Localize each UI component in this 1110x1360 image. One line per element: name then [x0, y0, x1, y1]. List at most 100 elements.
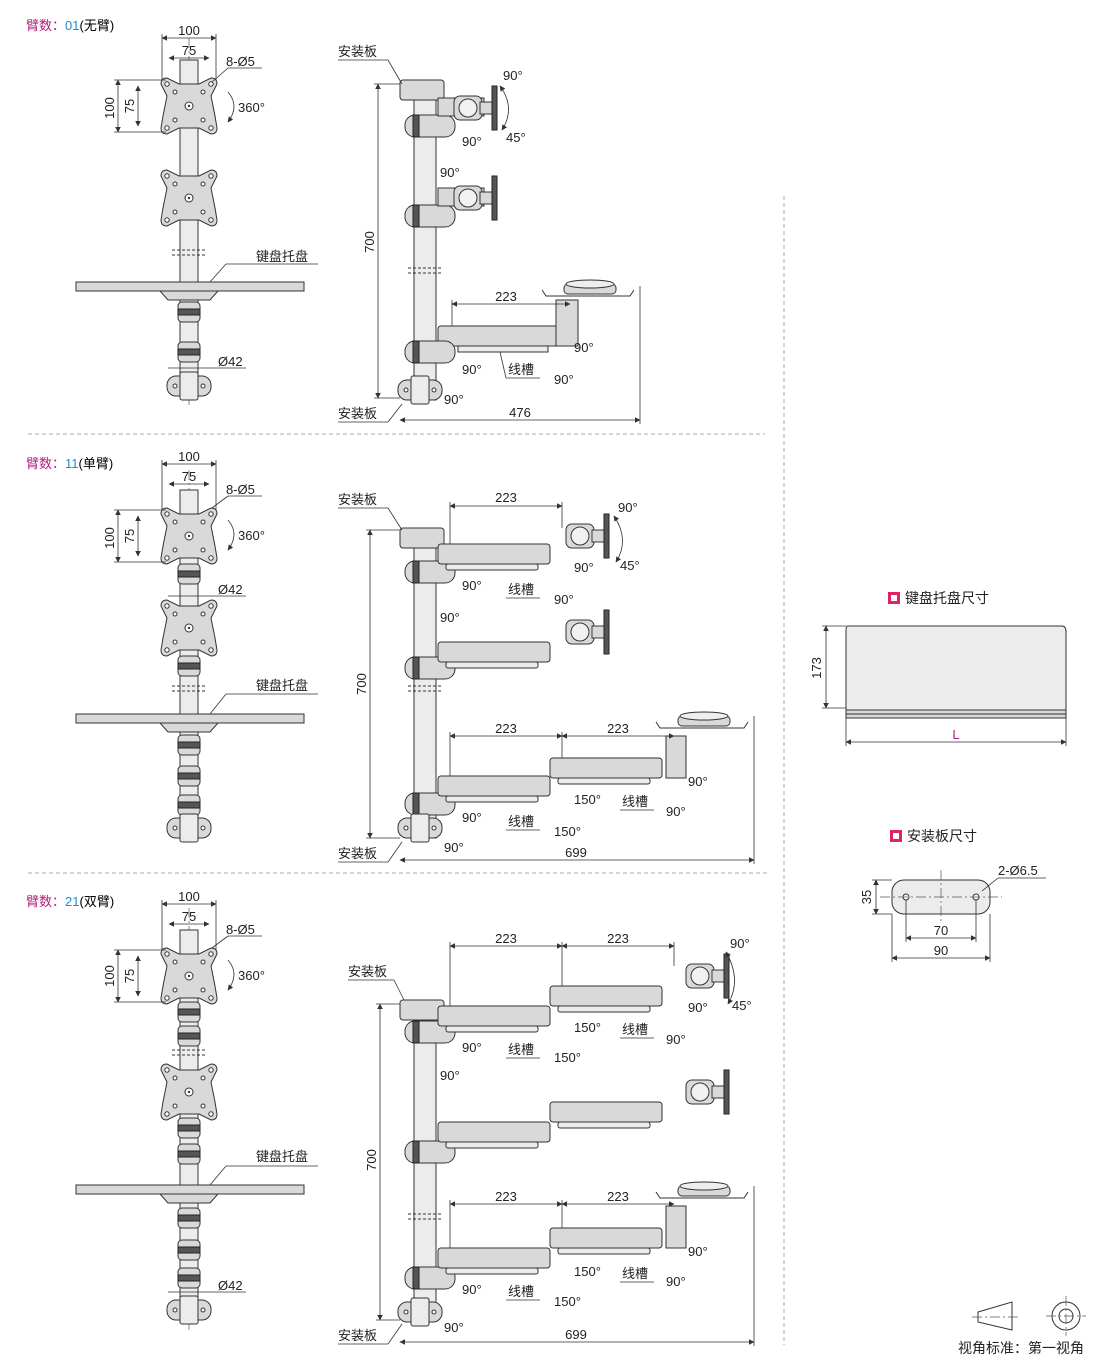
svg-text:90°: 90° [462, 1040, 482, 1055]
svg-text:Ø42: Ø42 [218, 1278, 243, 1293]
tray-dimension-panel: 键盘托盘尺寸 173 L [809, 590, 1067, 746]
svg-text:75: 75 [122, 529, 137, 543]
svg-text:150°: 150° [574, 792, 601, 807]
svg-text:90°: 90° [688, 774, 708, 789]
svg-text:223: 223 [607, 931, 629, 946]
svg-text:90°: 90° [574, 340, 594, 355]
svg-text:线槽: 线槽 [508, 1284, 534, 1299]
svg-text:90°: 90° [444, 1320, 464, 1335]
svg-text:90°: 90° [666, 1274, 686, 1289]
front-view-21: 100 75 100 75 8-Ø5 360° 键盘托盘 Ø42 [75, 889, 318, 1330]
tray-height: 173 [809, 657, 824, 679]
svg-text:223: 223 [495, 1189, 517, 1204]
svg-text:700: 700 [364, 1149, 379, 1171]
projection-circle-icon [1046, 1296, 1086, 1336]
svg-text:699: 699 [565, 1327, 587, 1342]
svg-text:90°: 90° [688, 1000, 708, 1015]
svg-text:线槽: 线槽 [622, 794, 648, 809]
svg-text:90°: 90° [462, 362, 482, 377]
holes-8-5: 8-Ø5 [226, 54, 255, 69]
plate-width: 90 [934, 943, 948, 958]
svg-text:安装板: 安装板 [348, 964, 387, 979]
dim-100-v: 100 [102, 97, 117, 119]
cable-slot: 线槽 [508, 362, 534, 377]
svg-text:90°: 90° [462, 1282, 482, 1297]
section-label-11: 臂数：11(单臂) [26, 456, 113, 471]
svg-text:Ø42: Ø42 [218, 582, 243, 597]
svg-text:150°: 150° [574, 1020, 601, 1035]
svg-text:90°: 90° [440, 610, 460, 625]
svg-text:8-Ø5: 8-Ø5 [226, 482, 255, 497]
svg-text:90°: 90° [444, 840, 464, 855]
svg-text:90°: 90° [462, 578, 482, 593]
svg-text:223: 223 [495, 931, 517, 946]
tray-panel-title: 键盘托盘尺寸 [905, 590, 989, 606]
dim-75-v: 75 [122, 99, 137, 113]
svg-text:75: 75 [182, 469, 196, 484]
svg-text:90°: 90° [440, 1068, 460, 1083]
svg-text:75: 75 [182, 909, 196, 924]
svg-text:臂数：01(无臂): 臂数：01(无臂) [26, 18, 114, 33]
svg-text:45°: 45° [506, 130, 526, 145]
svg-text:90°: 90° [440, 165, 460, 180]
dim-100-h: 100 [178, 23, 200, 38]
svg-text:90°: 90° [462, 810, 482, 825]
front-view-01: 100 75 100 75 8-Ø5 360° 键盘托盘 Ø42 [75, 23, 318, 405]
plate-height: 35 [859, 890, 874, 904]
svg-text:150°: 150° [554, 1294, 581, 1309]
plate-panel-title: 安装板尺寸 [907, 828, 977, 844]
svg-text:线槽: 线槽 [508, 814, 534, 829]
tray-length: L [952, 727, 959, 742]
svg-text:223: 223 [607, 1189, 629, 1204]
svg-text:8-Ø5: 8-Ø5 [226, 922, 255, 937]
pole-dia: Ø42 [218, 354, 243, 369]
mount-plate-top: 安装板 [338, 44, 377, 59]
view-standard-label: 视角标准：第一视角 [958, 1340, 1084, 1356]
keyboard-tray-label: 键盘托盘 [256, 249, 308, 264]
svg-text:100: 100 [102, 965, 117, 987]
svg-text:150°: 150° [554, 1050, 581, 1065]
svg-text:安装板: 安装板 [338, 1328, 377, 1343]
svg-text:臂数：11(单臂): 臂数：11(单臂) [26, 456, 113, 471]
width-476: 476 [509, 405, 531, 420]
svg-text:臂数：21(双臂): 臂数：21(双臂) [26, 894, 114, 909]
svg-text:100: 100 [102, 527, 117, 549]
section-label-21: 臂数：21(双臂) [26, 894, 114, 909]
svg-text:键盘托盘: 键盘托盘 [256, 1149, 308, 1164]
svg-text:360°: 360° [238, 968, 265, 983]
svg-text:75: 75 [122, 969, 137, 983]
plate-dimension-panel: 安装板尺寸 2-Ø6.5 35 70 90 [859, 828, 1046, 962]
svg-text:90°: 90° [574, 560, 594, 575]
side-view-01: 700 223 476 安装板 安装板 90° 45° 90° 90° 90° … [338, 44, 641, 424]
svg-text:100: 100 [178, 449, 200, 464]
svg-text:223: 223 [607, 721, 629, 736]
svg-text:100: 100 [178, 889, 200, 904]
svg-text:45°: 45° [732, 998, 752, 1013]
svg-text:223: 223 [495, 721, 517, 736]
view-standard: 视角标准：第一视角 [958, 1296, 1086, 1356]
svg-text:线槽: 线槽 [622, 1266, 648, 1281]
rot-360: 360° [238, 100, 265, 115]
svg-text:线槽: 线槽 [622, 1022, 648, 1037]
svg-text:线槽: 线槽 [508, 582, 534, 597]
arm-223: 223 [495, 289, 517, 304]
plate-holes: 2-Ø6.5 [998, 863, 1038, 878]
front-view-11: 100 75 100 75 8-Ø5 360° Ø42 键盘托盘 [75, 449, 318, 843]
svg-text:699: 699 [565, 845, 587, 860]
svg-text:90°: 90° [688, 1244, 708, 1259]
svg-text:90°: 90° [554, 372, 574, 387]
svg-text:90°: 90° [730, 936, 750, 951]
svg-text:150°: 150° [554, 824, 581, 839]
svg-text:90°: 90° [554, 592, 574, 607]
plate-pitch: 70 [934, 923, 948, 938]
svg-text:90°: 90° [444, 392, 464, 407]
svg-text:线槽: 线槽 [508, 1042, 534, 1057]
svg-text:360°: 360° [238, 528, 265, 543]
svg-text:700: 700 [354, 673, 369, 695]
mount-plate-bottom: 安装板 [338, 406, 377, 421]
svg-text:90°: 90° [666, 804, 686, 819]
dim-75-h: 75 [182, 43, 196, 58]
svg-text:45°: 45° [620, 558, 640, 573]
svg-text:安装板: 安装板 [338, 846, 377, 861]
